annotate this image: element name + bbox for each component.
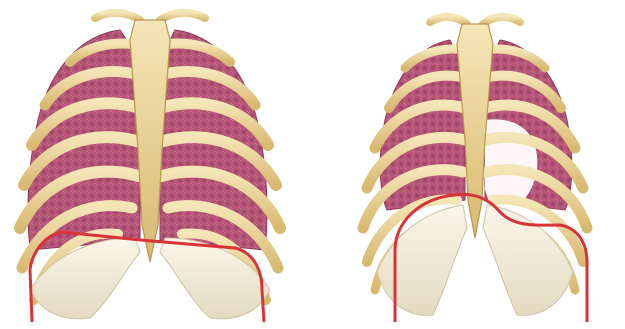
right-clavicle: [160, 13, 205, 20]
right-costal-cartilage: [160, 238, 270, 319]
left-clavicle: [430, 17, 467, 24]
ribcage-figure-exhalation: [325, 0, 625, 329]
ribcage-illustration: [325, 0, 625, 329]
right-clavicle: [483, 17, 520, 24]
left-clavicle: [95, 13, 140, 20]
ribcage-figure-inhalation: [0, 0, 300, 329]
ribcage-illustration: [0, 0, 300, 329]
left-costal-cartilage: [30, 238, 140, 319]
